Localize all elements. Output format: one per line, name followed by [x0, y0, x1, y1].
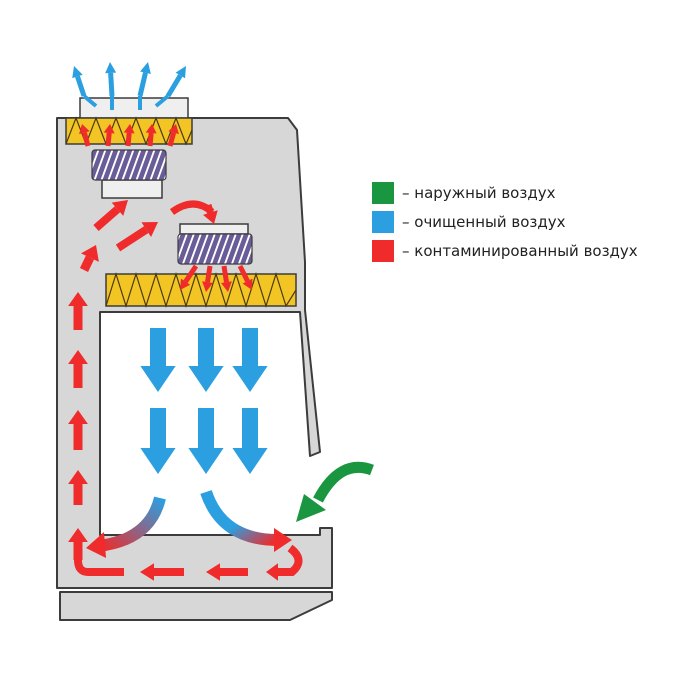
contaminated-loop-arrow-shaft: [204, 203, 214, 214]
contaminated-supply-arrow-head: [221, 281, 232, 292]
downflow-fan-housing: [179, 223, 249, 235]
contaminated-return-arrow-head: [206, 563, 220, 581]
legend: – наружный воздух – очищенный воздух – к…: [372, 180, 638, 267]
fan-icon: [91, 149, 167, 181]
contaminated-exhaust-arrow-shaft: [125, 132, 132, 147]
clean-downflow-arrow-head: [232, 366, 268, 392]
clean-downflow-arrow-head: [232, 448, 268, 474]
legend-item-outside-air: – наружный воздух: [372, 180, 638, 206]
contaminated-front-arc: [272, 544, 303, 576]
contaminated-exhaust-arrow-shaft: [81, 132, 91, 147]
mixed-right-arrow: [200, 489, 279, 546]
contaminated-loop-arrows: [68, 200, 303, 581]
clean-exhaust-arrows: [72, 62, 186, 110]
contaminated-loop-arrow-head: [68, 470, 88, 484]
cabinet-base: [59, 591, 333, 621]
contaminated-return-arrow-head: [266, 563, 278, 581]
contaminated-loop-arrow-head: [141, 222, 158, 238]
contaminated-loop-arrow-shaft: [79, 255, 94, 272]
contaminated-loop-arrow-head: [68, 350, 88, 364]
clean-exhaust-arrow-shaft: [137, 72, 148, 97]
clean-downflow-arrow-head: [188, 448, 224, 474]
legend-swatch-blue: [372, 211, 394, 233]
legend-label: – наружный воздух: [402, 184, 556, 202]
contaminated-supply-arrow-shaft: [237, 264, 250, 283]
mixed-left-arrow: [97, 496, 166, 552]
clean-exhaust-arrow-head: [140, 62, 151, 74]
contaminated-supply-arrow-shaft: [205, 265, 213, 283]
exhaust-filter-housing: [79, 97, 189, 119]
legend-swatch-green: [372, 182, 394, 204]
clean-downflow-arrow-head: [140, 366, 176, 392]
contaminated-exhaust-arrow-head: [79, 124, 90, 135]
clean-downflow-arrows: [140, 328, 268, 474]
contaminated-loop-arrow-shaft: [115, 226, 149, 252]
contaminated-corner: [74, 559, 124, 576]
clean-exhaust-arrow-head: [72, 66, 83, 79]
contaminated-loop-arrow-head: [111, 200, 128, 216]
legend-label: – контаминированный воздух: [402, 242, 638, 260]
contaminated-return-arrow-head: [140, 563, 154, 581]
clean-downflow-arrow-head: [140, 448, 176, 474]
contaminated-exhaust-arrow-head: [168, 124, 179, 135]
mixed-right-arrow-head: [274, 528, 292, 552]
mixed-airflow-arrows: [86, 489, 292, 558]
mixed-left-arrow-head: [86, 532, 106, 558]
contaminated-exhaust-arrow-head: [103, 124, 115, 134]
downflow-fan-icon: [177, 233, 253, 265]
legend-label: – очищенный воздух: [402, 213, 566, 231]
clean-exhaust-arrow-shaft: [108, 72, 115, 97]
legend-item-contaminated-air: – контаминированный воздух: [372, 238, 638, 264]
contaminated-loop-arrow-head: [68, 410, 88, 424]
clean-downflow-arrow-head: [188, 366, 224, 392]
exhaust-fan-housing: [101, 179, 163, 199]
contaminated-exhaust-arrow-head: [123, 124, 135, 134]
clean-exhaust-arrow-shaft: [165, 74, 183, 98]
contaminated-supply-arrow-shaft: [183, 264, 199, 284]
contaminated-exhaust-arrow-shaft: [167, 132, 177, 147]
clean-exhaust-arrow-head: [175, 66, 186, 79]
contaminated-loop-arrow-head: [203, 210, 218, 224]
contaminated-supply-arrow-head: [202, 281, 213, 292]
clean-exhaust-arrow-shaft: [75, 75, 87, 97]
contaminated-exhaust-arrow-shaft: [147, 132, 154, 147]
contaminated-exhaust-arrow-head: [145, 124, 157, 134]
contaminated-loop-arrow-shaft: [93, 206, 121, 232]
contaminated-loop-arrow-head: [81, 245, 99, 262]
clean-exhaust-stem: [82, 94, 98, 108]
outside-air-arrow-shaft: [313, 461, 374, 503]
outside-air-arrow-head: [296, 494, 326, 522]
supply-hepa-filter-icon: [105, 271, 297, 309]
contaminated-exhaust-arrows: [79, 124, 179, 147]
contaminated-exhaust-arrow-shaft: [105, 132, 112, 147]
cabinet-body: [56, 117, 333, 589]
contaminated-loop-arrow-head: [68, 292, 88, 306]
contaminated-supply-arrow-shaft: [221, 265, 229, 283]
outside-air-arrow: [296, 461, 374, 522]
clean-exhaust-stem: [154, 94, 170, 108]
contaminated-supply-arrow-head: [180, 278, 191, 290]
clean-exhaust-arrow-head: [105, 62, 117, 74]
contaminated-loop-arrow-head: [68, 528, 88, 542]
legend-item-clean-air: – очищенный воздух: [372, 209, 638, 235]
legend-swatch-red: [372, 240, 394, 262]
contaminated-supply-arrow-head: [242, 278, 253, 290]
